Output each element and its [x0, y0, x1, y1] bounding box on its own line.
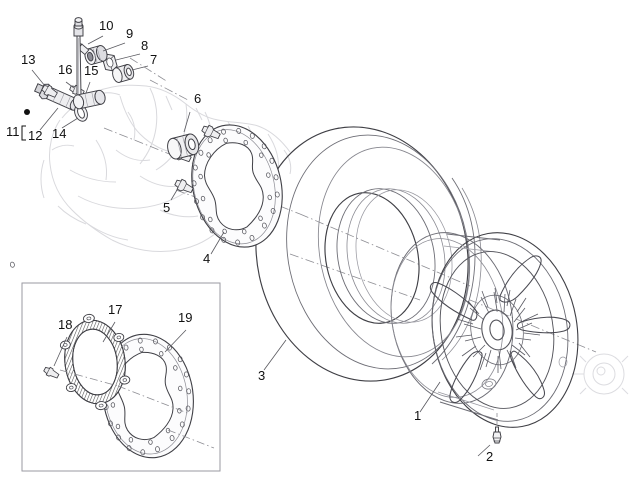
marker-11-bracket: [21, 109, 30, 141]
callout-15: 15: [84, 63, 98, 78]
part-spacer-bush: [167, 133, 200, 160]
main-leaders: [210, 231, 441, 413]
ghost-axle-end: [572, 353, 629, 395]
callout-10: 10: [99, 18, 113, 33]
callout-16: 16: [58, 62, 72, 77]
part-sensor-15: [72, 17, 106, 110]
callout-14: 14: [52, 126, 66, 141]
leader-15: [85, 81, 91, 94]
part-tone-ring-bolt: [43, 366, 60, 379]
callout-17: 17: [108, 302, 122, 317]
leader-12: [39, 107, 59, 131]
part-wheel-rim: [390, 232, 579, 428]
callout-13: 13: [21, 52, 35, 67]
callout-labels: 1 2 3 4 5 6 7 8 9 10 11 12 13 14 15 16 1…: [6, 18, 493, 464]
callout-8: 8: [141, 38, 148, 53]
part-tyre: [255, 126, 482, 382]
callout-11: 11: [6, 124, 20, 139]
part-bearing-9: [84, 45, 108, 65]
part-bush-7: [112, 64, 135, 83]
leader-6: [183, 111, 191, 133]
callout-leaders-small: [87, 35, 149, 71]
callout-12: 12: [28, 128, 42, 143]
leader-5: [170, 189, 178, 201]
inset-centerlines: [59, 369, 215, 449]
callout-6: 6: [194, 91, 201, 106]
leader-13: [31, 69, 46, 87]
callout-4: 4: [203, 251, 210, 266]
callout-3: 3: [258, 368, 265, 383]
inset-leaders: [53, 321, 187, 367]
callout-2: 2: [486, 449, 493, 464]
leader-2: [477, 444, 491, 457]
callout-1: 1: [414, 408, 421, 423]
part-abs-tone-ring: [59, 313, 131, 411]
part-screw-13: [41, 84, 58, 98]
part-valve-stem: [492, 426, 502, 444]
callout-19: 19: [178, 310, 192, 325]
callout-9: 9: [126, 26, 133, 41]
leader-16: [65, 81, 75, 89]
part-brake-disc-front: [9, 124, 283, 268]
leader-14: [61, 117, 79, 129]
callout-5: 5: [163, 200, 170, 215]
callout-18: 18: [58, 317, 72, 332]
callout-7: 7: [150, 52, 157, 67]
